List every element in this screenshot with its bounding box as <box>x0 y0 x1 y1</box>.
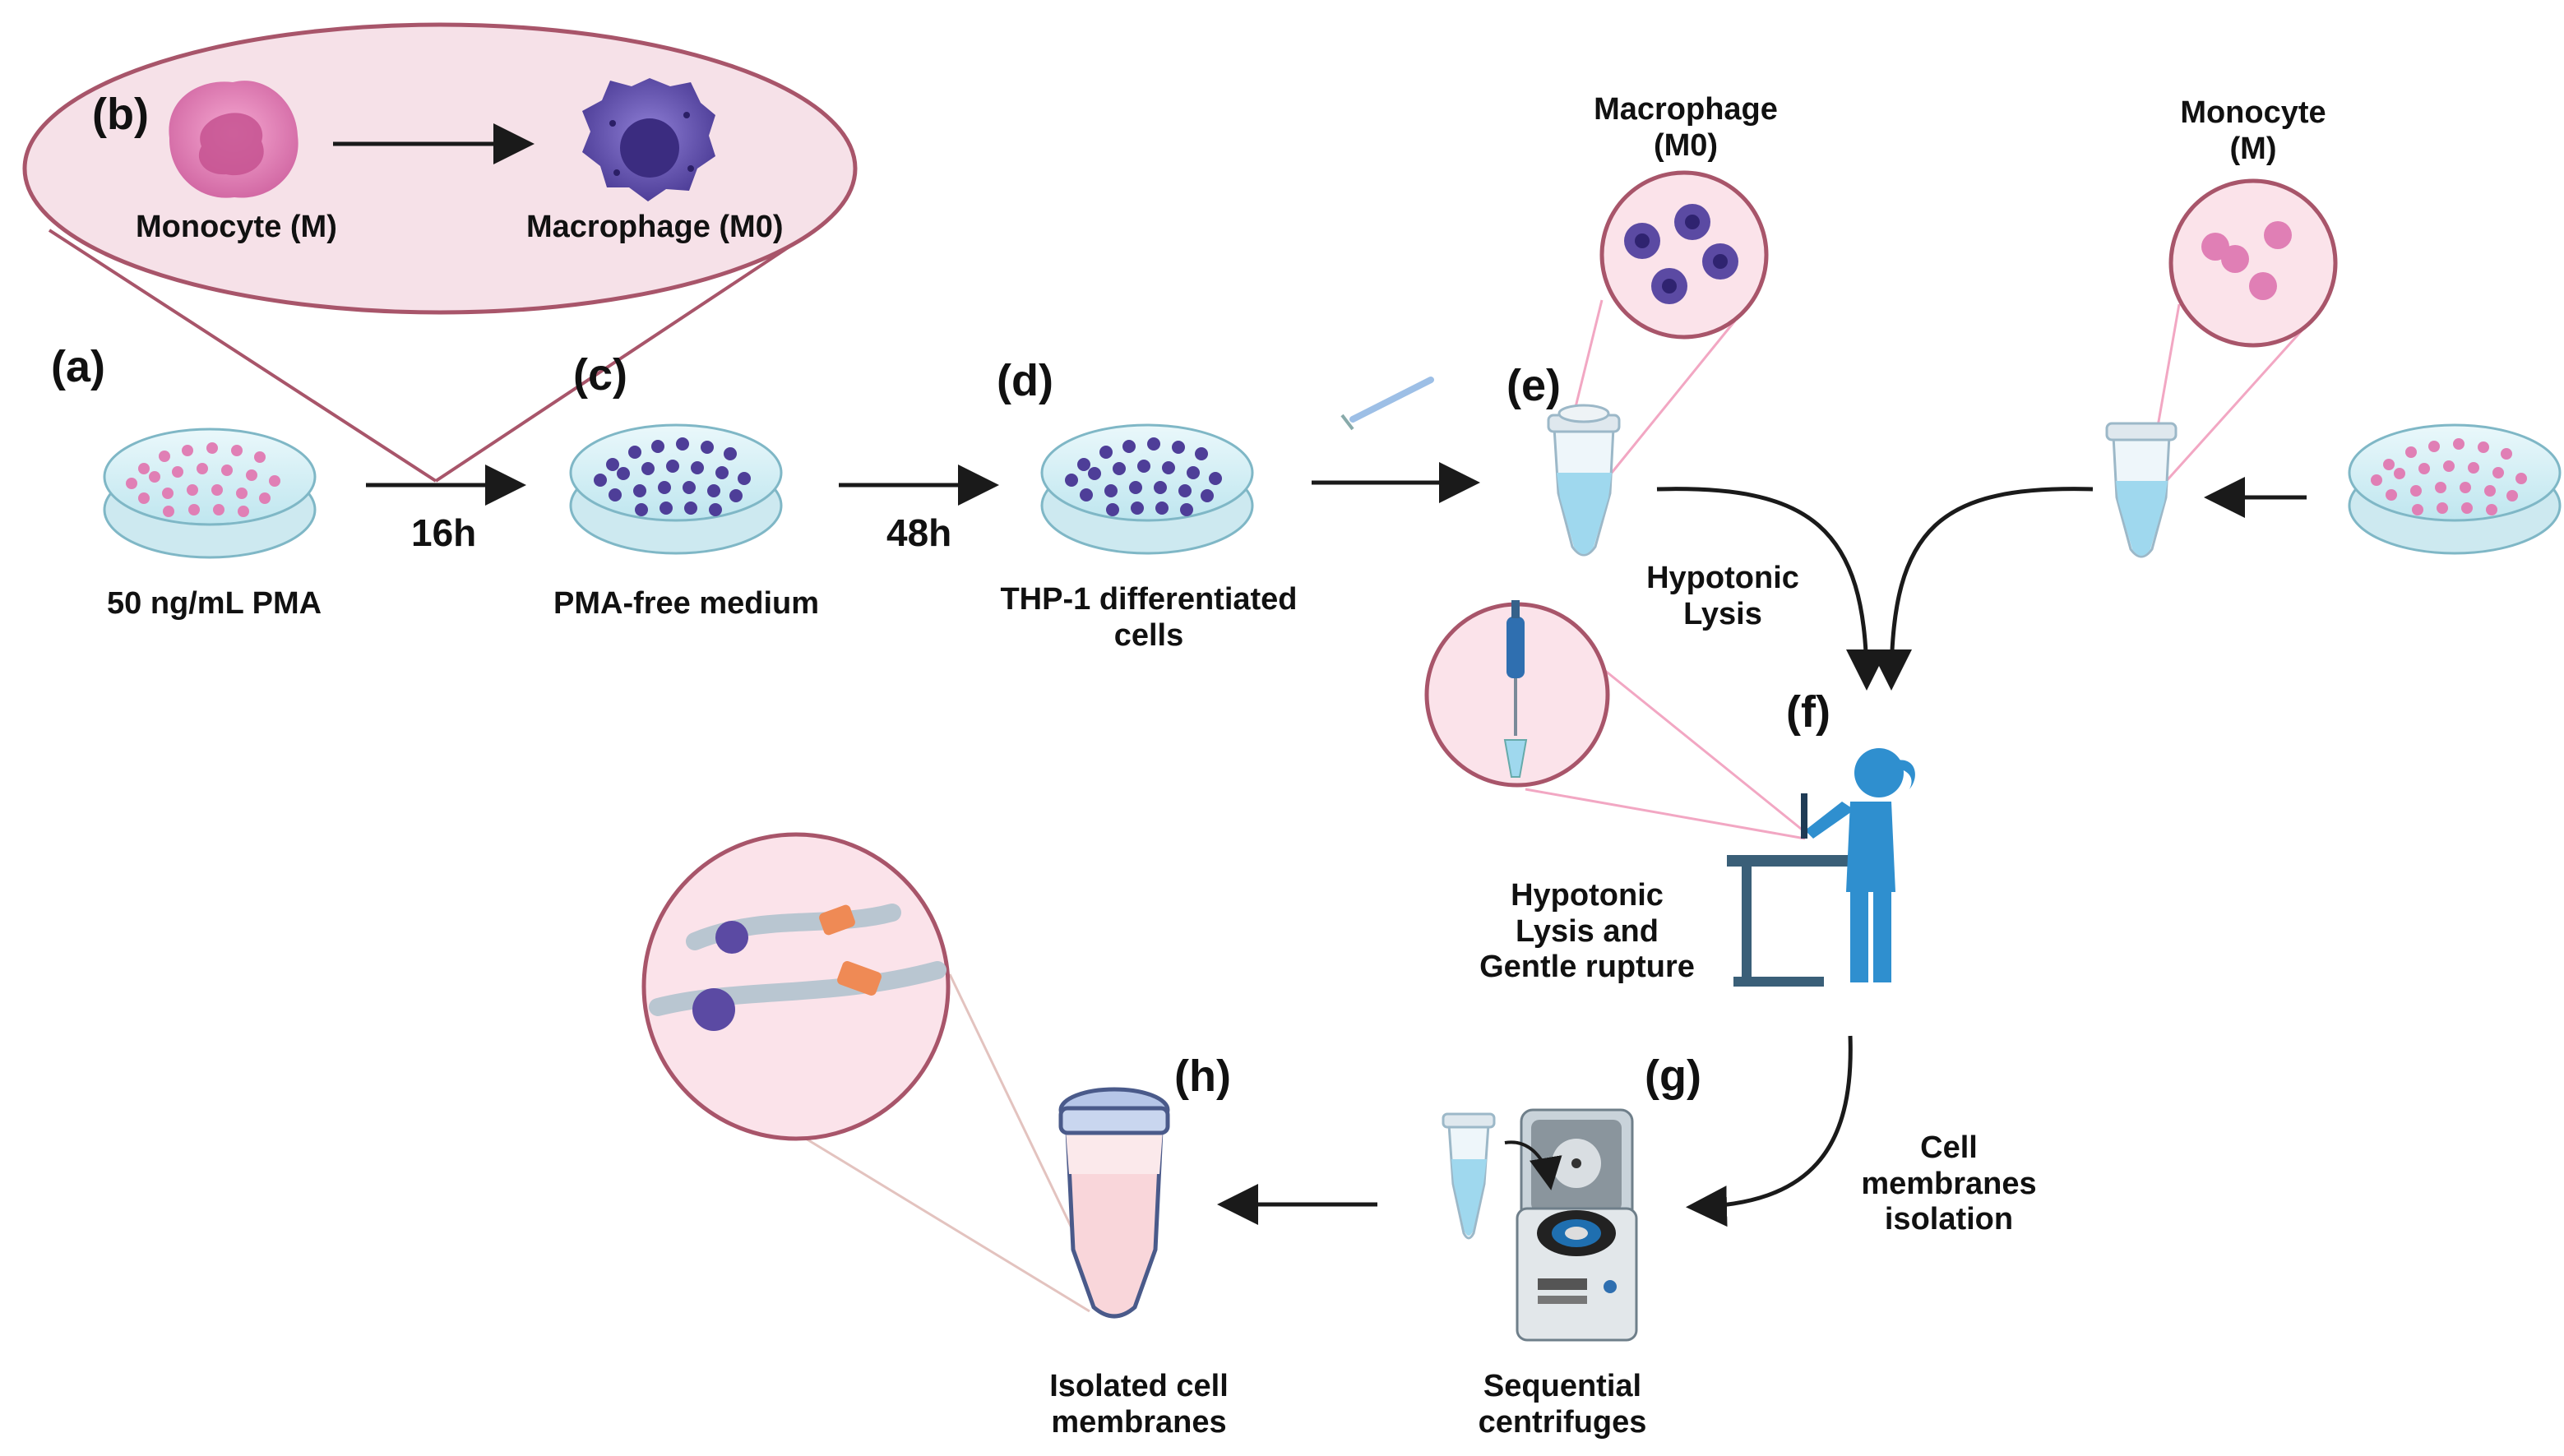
tube-e <box>1547 404 1621 557</box>
thp1-label: THP-1 differentiated cells <box>1000 582 1298 653</box>
arrow-tube-into-centrifuge <box>1504 1140 1562 1190</box>
arrow-f-g <box>1686 1035 1853 1227</box>
arrow-e-f <box>1656 487 1887 691</box>
pipette-zoom-bubble <box>1424 600 1806 840</box>
step-label-d: (d) <box>997 356 1053 405</box>
macrophage-top-label: Macrophage (M0) <box>1594 92 1778 163</box>
step-label-h: (h) <box>1174 1052 1231 1101</box>
scientist-icon <box>1727 748 1915 987</box>
monocyte-top-label: Monocyte (M) <box>2180 95 2326 166</box>
tube-h <box>1058 1087 1170 1319</box>
bubble-b <box>22 22 858 483</box>
dish-c <box>569 423 783 555</box>
hypotonic-rupture-label: Hypotonic Lysis and Gentle rupture <box>1479 878 1695 985</box>
time-48h: 48h <box>886 511 952 554</box>
cell-membranes-isolation-label: Cell membranes isolation <box>1861 1130 2037 1237</box>
cell-scraper-icon <box>1340 377 1434 431</box>
step-label-g: (g) <box>1645 1052 1701 1101</box>
monocyte-zoom-bubble <box>2149 178 2338 487</box>
macrophage-zoom-bubble <box>1561 170 1769 474</box>
arrow-mono-f <box>1871 487 2094 691</box>
macrophage-label: Macrophage (M0) <box>526 210 784 244</box>
monocyte-label: Monocyte (M) <box>136 210 337 244</box>
pma-free-label: PMA-free medium <box>553 586 820 621</box>
step-label-a: (a) <box>51 342 105 391</box>
step-label-b: (b) <box>92 90 149 139</box>
monocyte-cell <box>169 81 299 198</box>
step-label-c: (c) <box>573 350 627 400</box>
time-16h: 16h <box>411 511 477 554</box>
pma-label: 50 ng/mL PMA <box>107 586 322 621</box>
hypotonic-lysis-label: Hypotonic Lysis <box>1646 561 1799 631</box>
sequential-centrifuges-label: Sequential centrifuges <box>1478 1369 1647 1440</box>
step-label-f: (f) <box>1786 687 1830 737</box>
tube-g <box>1442 1112 1496 1240</box>
dish-monocyte <box>2348 423 2562 555</box>
macrophage-cell <box>582 78 715 201</box>
membrane-zoom-bubble <box>641 832 1099 1313</box>
centrifuge-icon <box>1516 1108 1638 1342</box>
isolated-membranes-label: Isolated cell membranes <box>1049 1369 1229 1440</box>
dish-a <box>103 428 317 559</box>
tube-monocyte <box>2105 422 2178 558</box>
dish-d <box>1040 423 1254 555</box>
step-label-e: (e) <box>1506 361 1561 410</box>
